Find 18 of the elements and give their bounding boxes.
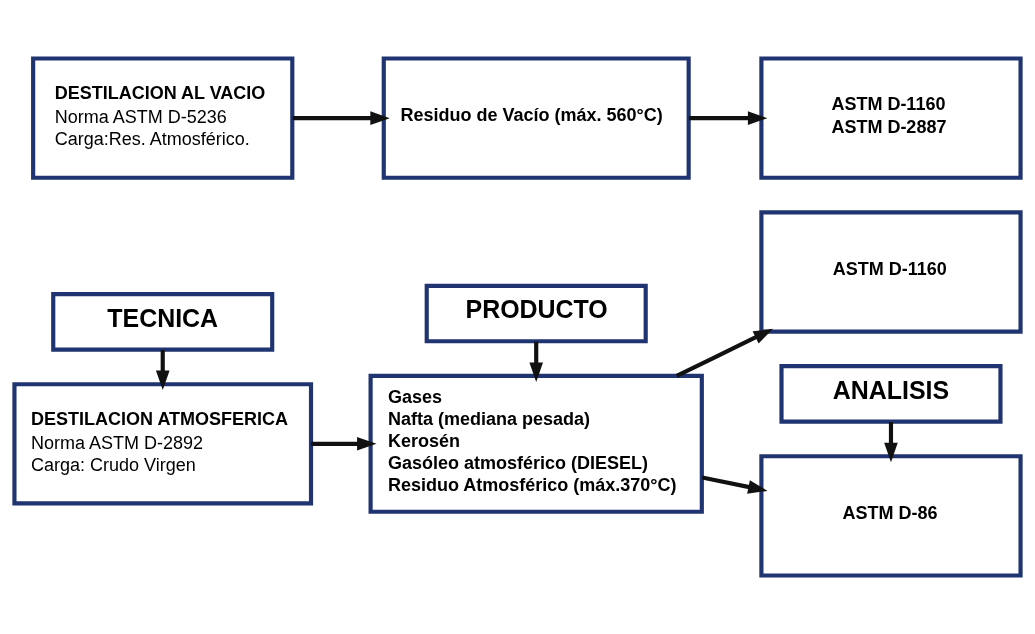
node-box: ASTM D-86 xyxy=(759,454,1023,578)
arrow xyxy=(688,111,768,125)
arrow xyxy=(884,422,898,463)
node-box: ANALISIS xyxy=(779,364,1003,424)
arrow xyxy=(292,111,390,125)
node-box: DESTILACION AL VACIO Norma ASTM D-5236 Carga:Res. Atmosférico. xyxy=(31,56,295,180)
arrow xyxy=(311,437,377,451)
node-box: PRODUCTO xyxy=(424,283,648,344)
arrow xyxy=(675,328,774,378)
node-box: DESTILACION ATMOSFERICA Norma ASTM D-2892 Carga: Crudo Virgen xyxy=(12,382,314,506)
node-box: Residuo de Vacío (máx. 560°C) xyxy=(381,56,691,180)
node-box: ASTM D-1160 xyxy=(759,210,1023,334)
arrow xyxy=(155,349,170,391)
node-box: TECNICA xyxy=(51,292,275,352)
arrow xyxy=(701,475,768,494)
arrow xyxy=(529,341,544,382)
node-box: ASTM D-1160 ASTM D-2887 xyxy=(759,56,1023,180)
node-box: Gases Nafta (mediana pesada) Kerosén Gasóleo atmosférico (DIESEL) Residuo Atmosférico (máx.370°C) xyxy=(368,373,704,514)
